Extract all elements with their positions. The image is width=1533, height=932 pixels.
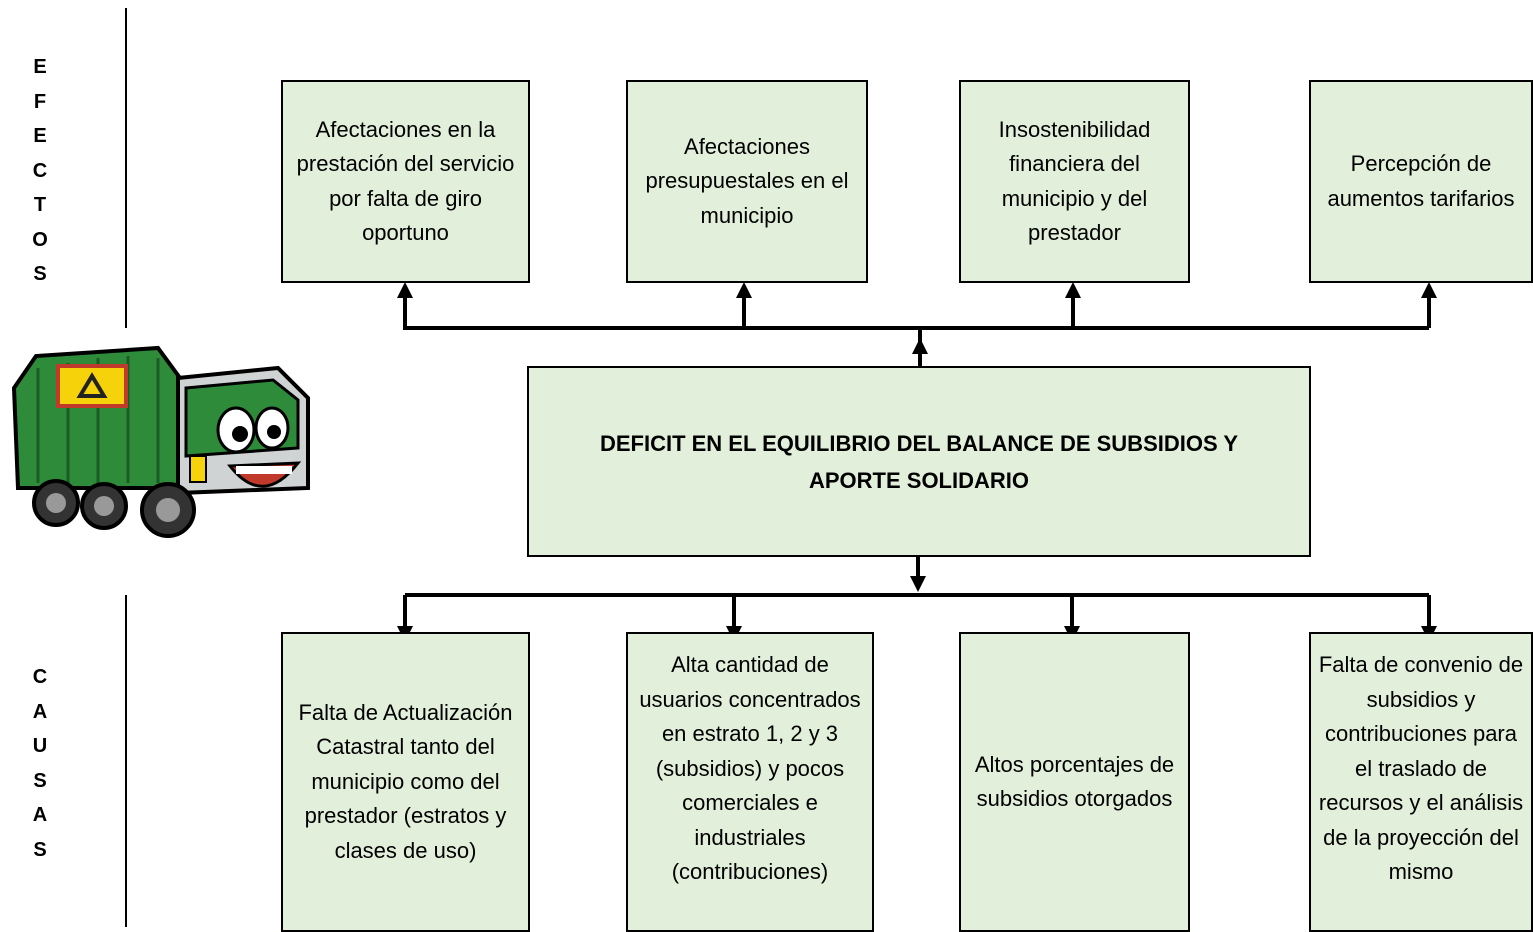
effects-label: E F E C T O S — [32, 56, 48, 285]
cause-box: Falta de Actualización Catastral tanto d… — [281, 632, 530, 932]
effect-box: Percepción de aumentos tarifarios — [1309, 80, 1533, 283]
effect-box: Afectaciones en la prestación del servic… — [281, 80, 530, 283]
central-problem: DEFICIT EN EL EQUILIBRIO DEL BALANCE DE … — [527, 366, 1311, 557]
causes-divider — [125, 595, 127, 927]
cause-box: Altos porcentajes de subsidios otorgados — [959, 632, 1190, 932]
causes-label: C A U S A S — [32, 666, 48, 861]
effect-box: Afectaciones presupuestales en el munici… — [626, 80, 868, 283]
garbage-truck-icon — [11, 345, 310, 538]
cause-box: Falta de convenio de subsidios y contrib… — [1309, 632, 1533, 932]
effect-box: Insostenibilidad financiera del municipi… — [959, 80, 1190, 283]
effects-divider — [125, 8, 127, 328]
cause-box: Alta cantidad de usuarios concentrados e… — [626, 632, 874, 932]
